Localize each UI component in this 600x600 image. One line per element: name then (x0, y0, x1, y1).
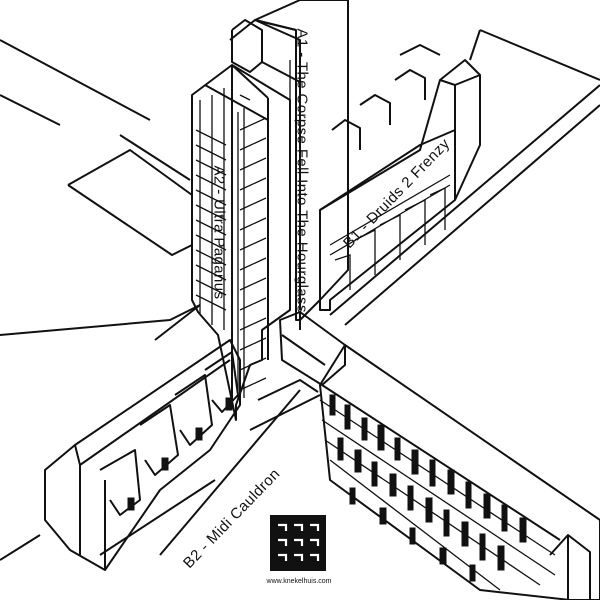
knekelhuis-logo (270, 515, 326, 571)
left-lower-building (0, 304, 301, 571)
left-background-block (0, 39, 193, 256)
right-upper-building (319, 29, 600, 326)
tower-window-grid (195, 117, 267, 391)
right-lower-building (319, 344, 600, 600)
label-url: www.knekelhuis.com (266, 578, 332, 585)
track-a1: A1 - The Corpse Fell Into The Hourglass (293, 28, 311, 313)
track-a2: A2 - Ultra Paganus (210, 165, 228, 300)
logo-glyph-grid (278, 523, 320, 561)
